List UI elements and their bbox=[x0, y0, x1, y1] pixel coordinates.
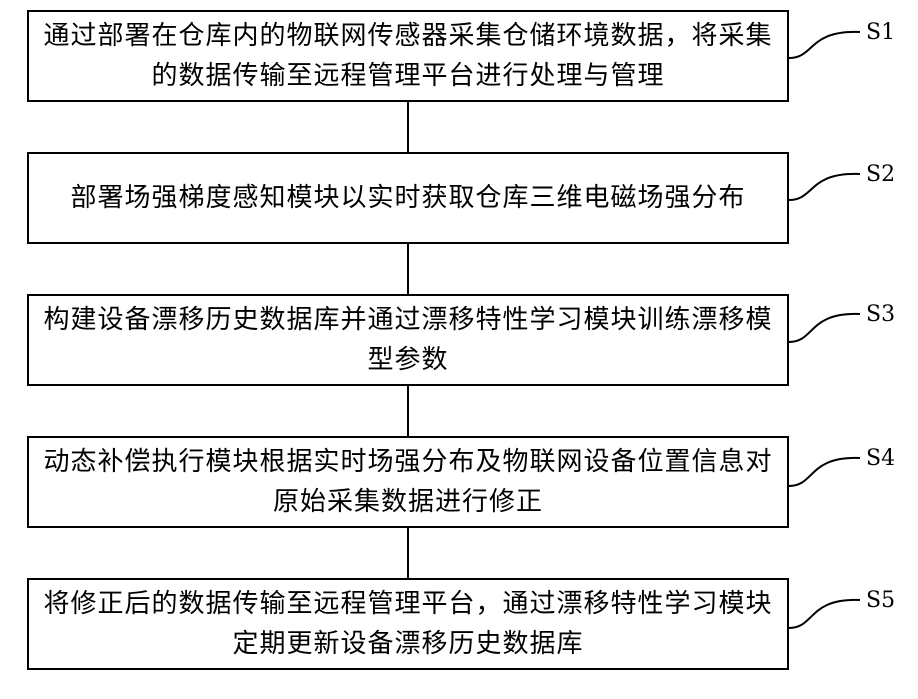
leader-line-s3 bbox=[789, 314, 860, 342]
step-label-s2: S2 bbox=[866, 162, 895, 187]
step-box-s2: 部署场强梯度感知模块以实时获取仓库三维电磁场强分布 bbox=[27, 152, 789, 244]
step-label-s3: S3 bbox=[866, 302, 895, 327]
connector-s4-s5 bbox=[407, 528, 409, 578]
step-label-s5: S5 bbox=[866, 588, 895, 613]
connector-s3-s4 bbox=[407, 386, 409, 436]
step-box-s1: 通过部署在仓库内的物联网传感器采集仓储环境数据，将采集的数据传输至远程管理平台进… bbox=[27, 10, 789, 102]
connector-s1-s2 bbox=[407, 102, 409, 152]
leader-line-s5 bbox=[789, 600, 860, 628]
step-box-s3: 构建设备漂移历史数据库并通过漂移特性学习模块训练漂移模型参数 bbox=[27, 294, 789, 386]
step-label-s1: S1 bbox=[866, 20, 895, 45]
connector-s2-s3 bbox=[407, 244, 409, 294]
step-box-s5: 将修正后的数据传输至远程管理平台，通过漂移特性学习模块定期更新设备漂移历史数据库 bbox=[27, 578, 789, 670]
step-text-s2: 部署场强梯度感知模块以实时获取仓库三维电磁场强分布 bbox=[70, 178, 745, 218]
step-text-s5: 将修正后的数据传输至远程管理平台，通过漂移特性学习模块定期更新设备漂移历史数据库 bbox=[41, 584, 775, 664]
step-label-s4: S4 bbox=[866, 446, 895, 471]
step-text-s1: 通过部署在仓库内的物联网传感器采集仓储环境数据，将采集的数据传输至远程管理平台进… bbox=[41, 16, 775, 96]
leader-line-s1 bbox=[789, 32, 860, 58]
leader-line-s2 bbox=[789, 174, 860, 200]
step-text-s4: 动态补偿执行模块根据实时场强分布及物联网设备位置信息对原始采集数据进行修正 bbox=[41, 442, 775, 522]
step-text-s3: 构建设备漂移历史数据库并通过漂移特性学习模块训练漂移模型参数 bbox=[41, 300, 775, 380]
leader-line-s4 bbox=[789, 458, 860, 486]
step-box-s4: 动态补偿执行模块根据实时场强分布及物联网设备位置信息对原始采集数据进行修正 bbox=[27, 436, 789, 528]
